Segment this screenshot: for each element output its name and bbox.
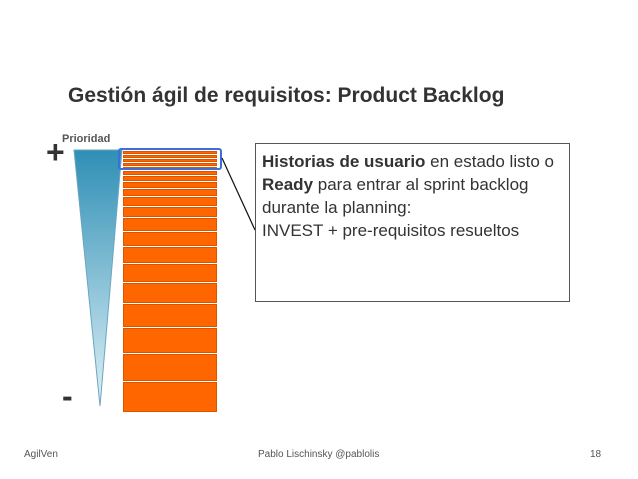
callout-text-3: INVEST + pre-requisitos resueltos bbox=[262, 221, 520, 240]
priority-triangle bbox=[73, 149, 123, 407]
backlog-item bbox=[123, 176, 217, 182]
high-priority-plus: + bbox=[46, 134, 65, 170]
low-priority-minus: - bbox=[62, 378, 73, 414]
backlog-item bbox=[123, 207, 217, 218]
callout-text-1: en estado listo o bbox=[425, 152, 554, 171]
slide-title: Gestión ágil de requisitos: Product Back… bbox=[68, 84, 505, 107]
backlog-item bbox=[123, 353, 217, 382]
backlog-item bbox=[123, 327, 217, 353]
backlog-item bbox=[123, 283, 217, 304]
backlog-item bbox=[123, 246, 217, 264]
ready-items-highlight bbox=[118, 148, 222, 170]
backlog-item bbox=[123, 171, 217, 176]
footer-author: Pablo Lischinsky @pablolis bbox=[258, 449, 380, 460]
callout-bold-ready: Ready bbox=[262, 175, 314, 194]
backlog-item bbox=[123, 188, 217, 197]
priority-label: Prioridad bbox=[62, 133, 111, 145]
backlog-item bbox=[123, 182, 217, 188]
backlog-item bbox=[123, 304, 217, 327]
backlog-item bbox=[123, 382, 217, 413]
backlog-item bbox=[123, 218, 217, 231]
callout-bold-user-stories: Historias de usuario bbox=[262, 152, 426, 171]
callout-text-2: para entrar al sprint backlog durante la… bbox=[262, 175, 529, 217]
backlog-item bbox=[123, 231, 217, 246]
page-number: 18 bbox=[590, 449, 602, 460]
callout-box: Historias de usuario en estado listo o R… bbox=[255, 143, 570, 302]
footer-left: AgilVen bbox=[24, 449, 58, 460]
backlog-item bbox=[123, 264, 217, 283]
backlog-item bbox=[123, 197, 217, 207]
